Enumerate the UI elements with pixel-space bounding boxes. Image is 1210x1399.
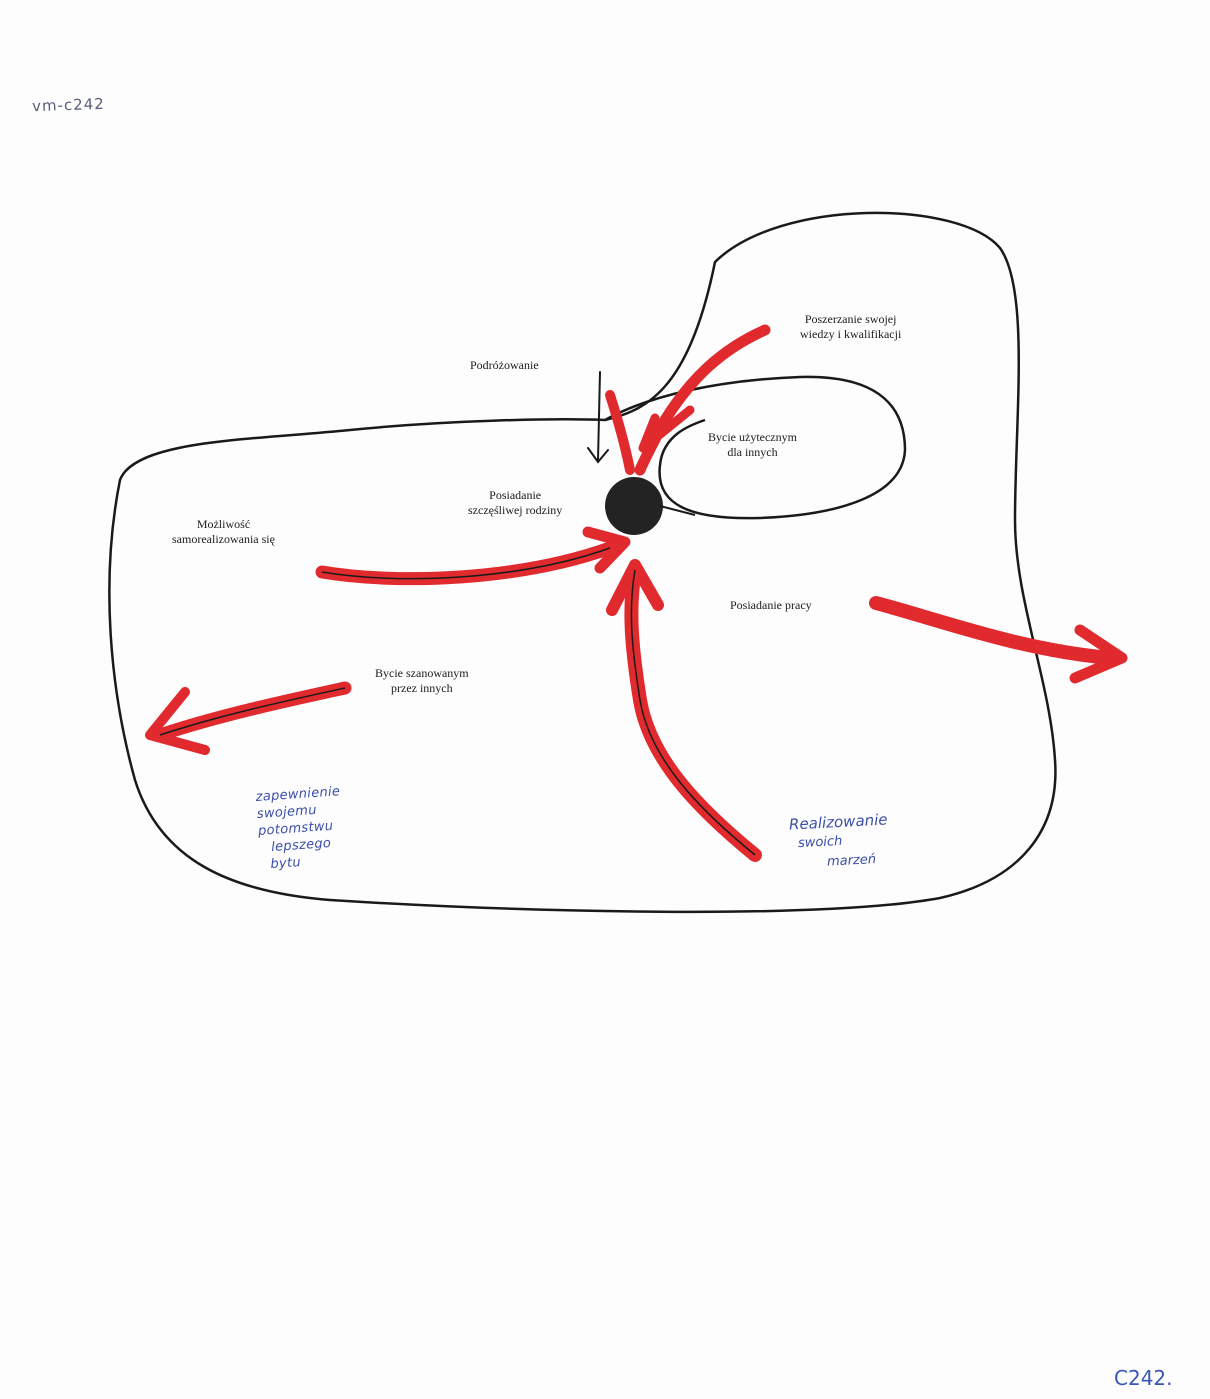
handwritten-note-left: zapewnienie swojemu potomstwu lepszego b… — [255, 783, 345, 874]
label-mozliwosc: Możliwość samorealizowania się — [172, 517, 275, 547]
label-posiadanie-pracy: Posiadanie pracy — [730, 598, 812, 613]
arrow-outline-left — [321, 547, 611, 580]
label-posiadanie-pracy-text: Posiadanie pracy — [730, 598, 812, 612]
label-mozliwosc-line2: samorealizowania się — [172, 532, 275, 546]
red-arrow-left — [315, 541, 617, 586]
label-posiadanie-rodziny: Posiadanie szczęśliwej rodziny — [468, 488, 562, 518]
label-bycie-szanowanym: Bycie szanowanym przez innych — [375, 666, 469, 696]
label-poszerzanie-line2: wiedzy i kwalifikacji — [800, 327, 902, 341]
label-bycie-szanowanym-line1: Bycie szanowanym — [375, 666, 469, 680]
red-arrow-right — [869, 596, 1117, 665]
handwritten-note-right: Realizowanie swoich marzeń — [788, 809, 890, 874]
label-bycie-szanowanym-line2: przez innych — [391, 681, 453, 695]
red-arrowhead-bottom — [606, 559, 664, 616]
label-bycie-uzytecznym-line1: Bycie użytecznym — [708, 430, 797, 444]
label-podrozowanie-text: Podróżowanie — [470, 358, 539, 372]
code-mark-top: vm-c242 — [31, 94, 106, 116]
center-dot — [605, 477, 663, 535]
label-posiadanie-rodziny-line1: Posiadanie — [489, 488, 542, 502]
label-poszerzanie: Poszerzanie swojej wiedzy i kwalifikacji — [800, 312, 901, 342]
red-arrowhead-bottom-left — [145, 687, 210, 755]
label-podrozowanie: Podróżowanie — [470, 358, 539, 373]
inner-loop-curve — [604, 375, 907, 520]
label-bycie-uzytecznym-line2: dla innych — [727, 445, 778, 459]
red-arrowhead-right — [1069, 624, 1128, 684]
label-posiadanie-rodziny-line2: szczęśliwej rodziny — [468, 503, 563, 517]
arrow-outline-bottom — [630, 569, 756, 856]
red-arrow-top-right — [634, 324, 771, 476]
label-poszerzanie-line1: Poszerzanie swojej — [804, 312, 897, 326]
label-mozliwosc-line1: Możliwość — [196, 517, 251, 531]
center-connector — [659, 505, 696, 516]
red-arrow-top — [605, 390, 635, 475]
code-mark-bottom: C242. — [1114, 1366, 1173, 1390]
outer-boundary-curve — [108, 211, 1057, 914]
black-arrow-top — [587, 371, 609, 464]
red-arrowhead-left — [582, 526, 631, 574]
label-bycie-uzytecznym: Bycie użytecznym dla innych — [708, 430, 797, 460]
arrow-outline-bottom-left — [159, 687, 346, 736]
red-arrowhead-top-right — [638, 405, 695, 453]
